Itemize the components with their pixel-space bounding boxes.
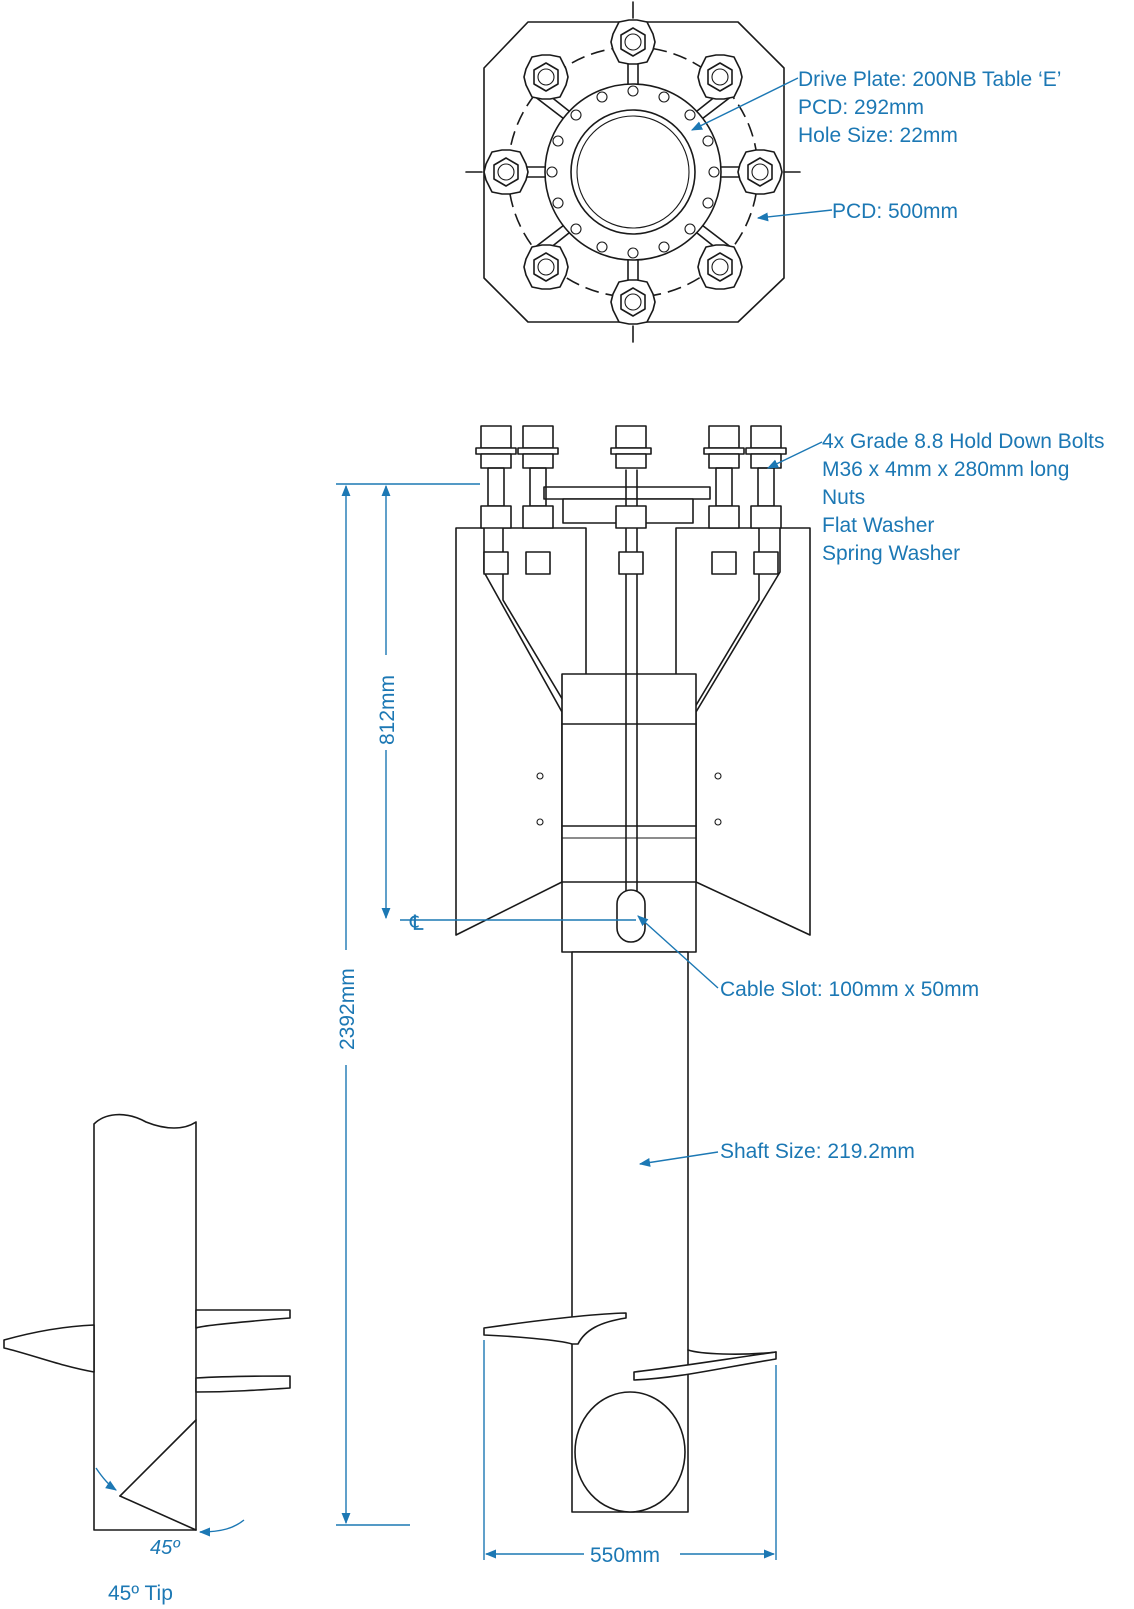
bolts-line-2: M36 x 4mm x 280mm long — [822, 458, 1069, 481]
tip-helix-lower — [195, 1375, 291, 1393]
tip-angle-label: 45º — [150, 1537, 181, 1559]
right-fin — [695, 527, 811, 936]
shaft-size-label: Shaft Size: 219.2mm — [720, 1140, 915, 1163]
dim-overall-height: 2392mm — [336, 483, 480, 1526]
plan-view — [465, 1, 801, 343]
centerline-marker: ℄ — [400, 912, 636, 935]
outer-pcd-label: PCD: 500mm — [832, 200, 958, 223]
dim-bracket-height: 812mm — [376, 484, 399, 920]
tip-detail: 45º 45º Tip — [3, 1113, 291, 1605]
elevation-hold-down-bolts — [475, 425, 787, 575]
drive-plate-bar — [543, 486, 711, 500]
bolts-callout: 4x Grade 8.8 Hold Down Bolts M36 x 4mm x… — [766, 430, 1104, 565]
outer-pcd-callout: PCD: 500mm — [756, 200, 958, 223]
centerline-symbol: ℄ — [409, 912, 424, 935]
drive-plate-callout: Drive Plate: 200NB Table ‘E’ PCD: 292mm … — [690, 68, 1061, 147]
helix-width-label: 550mm — [590, 1544, 660, 1567]
square-base-plate-outline — [483, 21, 785, 323]
elevation-view — [455, 425, 811, 1513]
bolts-line-4: Flat Washer — [822, 514, 934, 537]
tip-shaft — [93, 1113, 197, 1531]
cable-slot-callout: Cable Slot: 100mm x 50mm — [637, 915, 979, 1001]
cable-slot-label: Cable Slot: 100mm x 50mm — [720, 978, 979, 1001]
drive-plate-line-3: Hole Size: 22mm — [798, 124, 958, 147]
shaft-size-callout: Shaft Size: 219.2mm — [638, 1140, 915, 1167]
plan-hold-down-nuts — [465, 1, 801, 343]
shaft-bore-outer — [570, 109, 696, 235]
left-fin — [455, 527, 563, 936]
drive-plate-line-1: Drive Plate: 200NB Table ‘E’ — [798, 68, 1061, 91]
bolts-line-1: 4x Grade 8.8 Hold Down Bolts — [822, 430, 1104, 453]
tip-helix-upper — [195, 1309, 291, 1329]
helix-plate — [483, 1312, 627, 1345]
shaft-end-ellipse — [574, 1391, 686, 1513]
dim-helix-width: 550mm — [483, 1340, 777, 1567]
tip-caption: 45º Tip — [108, 1582, 173, 1605]
shaft-bore-inner — [576, 115, 690, 229]
tip-helix-left — [3, 1324, 95, 1373]
bolts-line-3: Nuts — [822, 486, 865, 509]
cable-slot — [616, 889, 646, 943]
bracket-height-label: 812mm — [376, 675, 399, 745]
bolts-line-5: Spring Washer — [822, 542, 960, 565]
drive-plate-line-2: PCD: 292mm — [798, 96, 924, 119]
drive-plate-bolt-holes — [546, 85, 720, 259]
overall-height-label: 2392mm — [336, 968, 359, 1050]
